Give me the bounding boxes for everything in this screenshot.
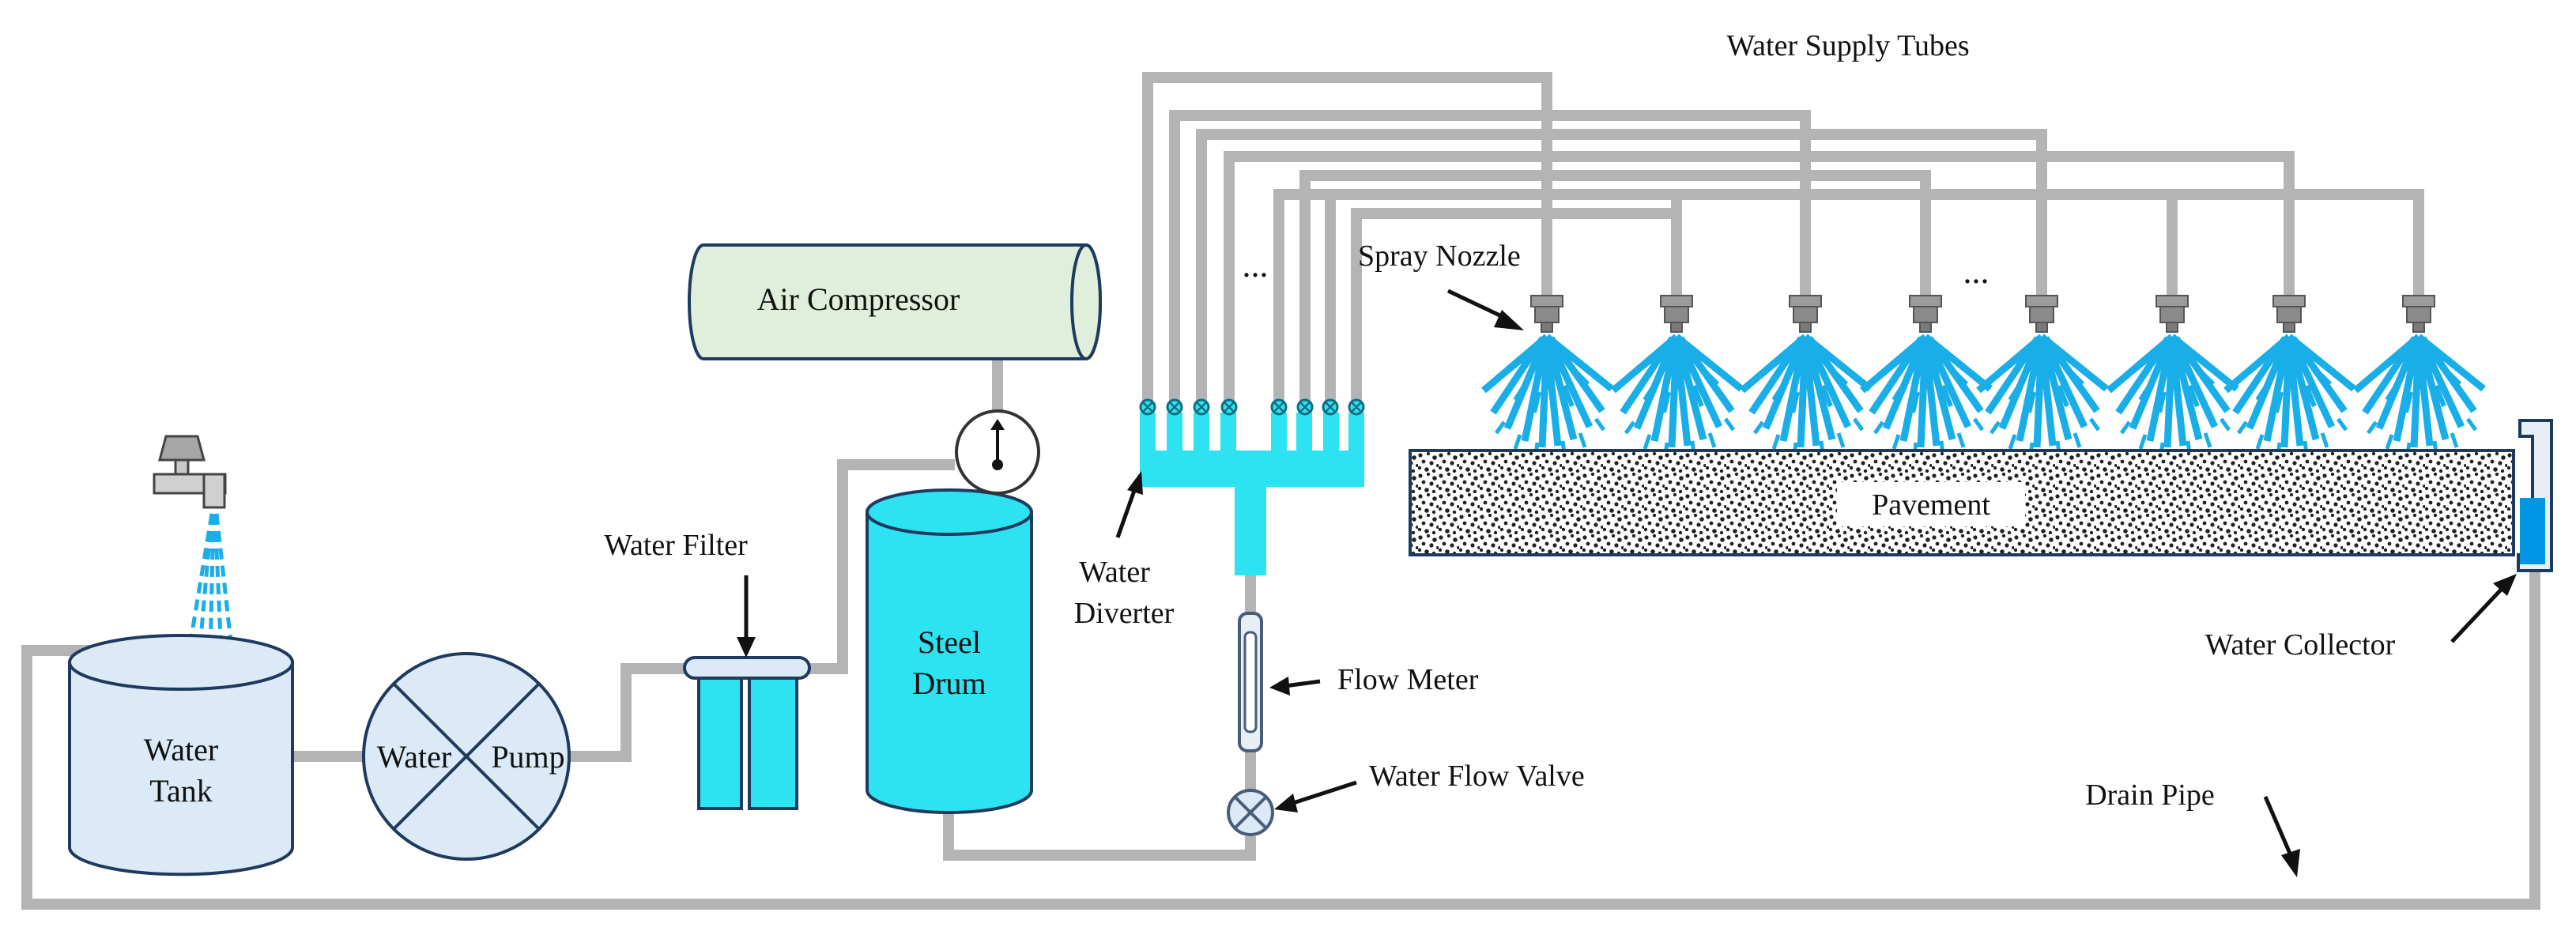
pavement-label: Pavement [1872,488,1990,522]
water-collector [2517,419,2553,572]
tubes-ellipsis: ... [1243,246,1269,285]
water-pump: Water Pump [362,652,571,861]
valve-icon [1227,789,1274,836]
nozzles-ellipsis: ... [1963,252,1990,291]
water-pump-label-left: Water [377,739,452,775]
flow-meter-arrow [1269,677,1321,696]
steel-drum-label-line1: Steel [918,624,981,660]
spray-nozzles [1530,194,2435,333]
water-tank: Water Tank [68,634,294,877]
water-tank-label-line1: Water [144,732,219,767]
spray-nozzle-label: Spray Nozzle [1358,239,1521,273]
water-filter [683,656,811,810]
water-diverter-label-line1: Water [1079,556,1150,589]
water-diverter-label-line2: Diverter [1074,597,1175,630]
water-filter-label: Water Filter [604,529,748,562]
spray-nozzle-arrow [1446,288,1524,330]
water-pump-label-right: Pump [491,739,564,775]
water-flow-valve-label: Water Flow Valve [1369,760,1585,793]
pipe-network [21,72,2540,910]
flow-meter-label: Flow Meter [1337,663,1479,696]
water-collector-label: Water Collector [2205,628,2396,662]
drain-pipe-label: Drain Pipe [2085,779,2215,812]
pavement: Pavement [1409,449,2515,556]
faucet-icon [153,435,235,657]
air-compressor: Air Compressor [688,243,1102,360]
flow-meter [1238,612,1263,752]
water-flow-valve-arrow [1274,780,1357,812]
water-spray [1484,337,2484,455]
water-collector-arrow [2450,574,2517,643]
pressure-gauge-icon [955,409,1040,495]
steel-drum-label-line2: Drum [912,665,986,701]
water-filter-arrow [737,575,756,658]
water-tank-label-line2: Tank [149,773,212,809]
water-supply-tubes-label: Water Supply Tubes [1726,29,1969,62]
air-compressor-label: Air Compressor [757,281,960,317]
drain-pipe-arrow [2263,796,2300,877]
water-diverter [1139,398,1365,575]
water-diverter-arrow [1115,471,1143,538]
steel-drum: Steel Drum [866,488,1033,814]
